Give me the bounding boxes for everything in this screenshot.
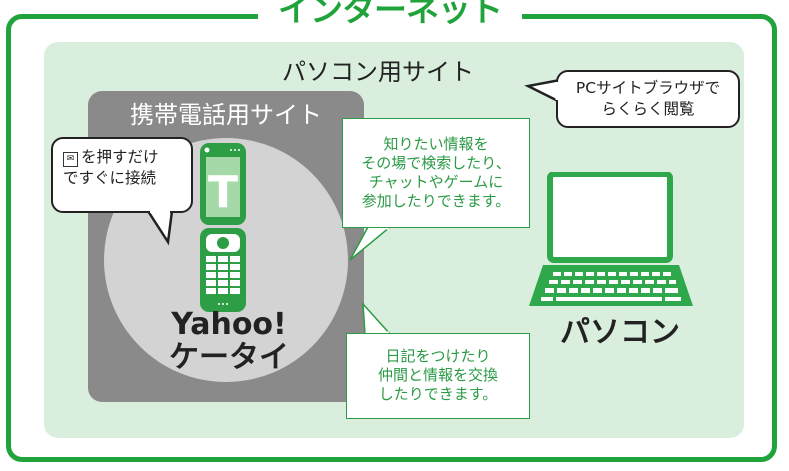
info-top-line-4: 参加したりできます。 xyxy=(361,192,511,210)
pc-browser-callout-line-2: らくらく閲覧 xyxy=(601,100,695,118)
pc-browser-callout-line-1: PCサイトブラウザで xyxy=(575,79,721,97)
info-bottom-line-3: したりできます。 xyxy=(378,385,498,403)
pc-browser-callout: PCサイトブラウザで らくらく閲覧 xyxy=(556,70,740,128)
info-top-line-3: チャットやゲームに xyxy=(368,173,504,191)
connect-callout: ✉を押すだけ ですぐに接続 xyxy=(51,137,193,213)
title-background xyxy=(258,0,522,30)
phone-screen xyxy=(206,157,240,217)
connect-callout-line-1: ✉を押すだけ xyxy=(63,147,181,168)
yahoo-label-line-1: Yahoo! xyxy=(171,307,287,342)
info-box-top: 知りたい情報を その場で検索したり、 チャットやゲームに 参加したりできます。 xyxy=(342,118,530,228)
laptop-keys xyxy=(541,272,681,301)
internet-key-icon: ✉ xyxy=(63,152,78,167)
mobile-site-label: 携帯電話用サイト xyxy=(130,101,322,129)
phone-speaker-dot-2 xyxy=(234,149,236,151)
yahoo-keitai-label: Yahoo! ケータイ xyxy=(154,308,304,374)
info-bottom-line-2: 仲間と情報を交換 xyxy=(377,366,498,384)
info-top-line-1: 知りたい情報を xyxy=(383,135,489,153)
laptop-screen xyxy=(547,172,673,263)
yahoo-label-line-2: ケータイ xyxy=(169,340,289,375)
phone-camera-dot xyxy=(204,147,210,153)
info-bottom-line-1: 日記をつけたり xyxy=(385,347,491,365)
phone-speaker-dot-3 xyxy=(238,149,240,151)
laptop-icon xyxy=(529,172,693,306)
info-top-line-2: その場で検索したり、 xyxy=(361,154,511,172)
phone-screen-letter: T xyxy=(208,167,238,218)
pc-label: パソコン xyxy=(560,315,680,350)
pc-site-label: パソコン用サイト xyxy=(282,58,474,86)
phone-center-key xyxy=(217,237,229,249)
diagram-title: インターネット xyxy=(278,0,503,29)
connect-callout-text-1: を押すだけ xyxy=(81,148,159,166)
mobile-phone-icon: T xyxy=(200,143,246,312)
info-box-bottom: 日記をつけたり 仲間と情報を交換 したりできます。 xyxy=(346,333,530,419)
phone-speaker-dot-1 xyxy=(230,149,232,151)
connect-callout-line-2: ですぐに接続 xyxy=(63,169,157,187)
